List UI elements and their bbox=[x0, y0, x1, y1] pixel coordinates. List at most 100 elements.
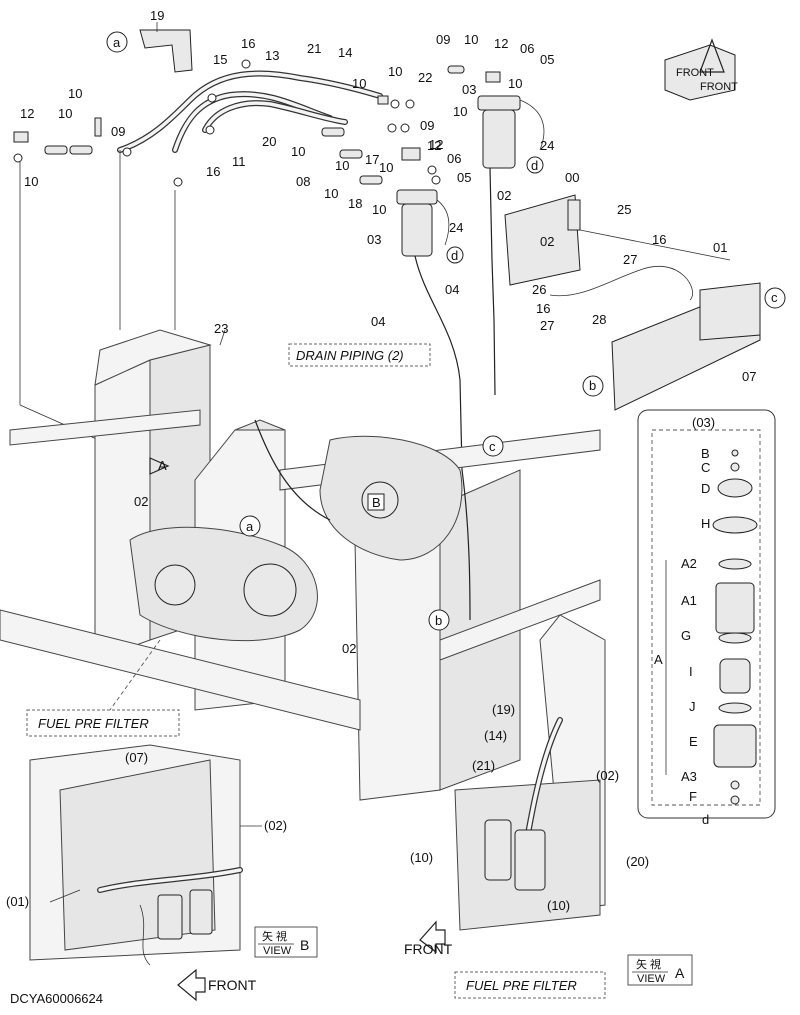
part-label: d bbox=[451, 248, 458, 263]
part-label: b bbox=[435, 613, 442, 628]
part-label: (07) bbox=[125, 750, 148, 765]
compass-front-label-2: FRONT bbox=[700, 81, 738, 93]
part-label: H bbox=[701, 516, 710, 531]
part-label: 04 bbox=[445, 282, 459, 297]
part-label: 13 bbox=[265, 48, 279, 63]
part-label: 10 bbox=[372, 202, 386, 217]
part-label: VIEW bbox=[263, 945, 292, 957]
part-label: 10 bbox=[352, 76, 366, 91]
part-label: 12 bbox=[494, 36, 508, 51]
fuel-pre-filter-callout-1 bbox=[26, 709, 180, 737]
exploded-fuel-lines: FRONT FRONT bbox=[13, 22, 761, 471]
part-label: 01 bbox=[713, 240, 727, 255]
part-label: 21 bbox=[307, 41, 321, 56]
part-label: 05 bbox=[540, 52, 554, 67]
drawing-id: DCYA60006624 bbox=[10, 991, 103, 1006]
part-label: 03 bbox=[367, 232, 381, 247]
part-label: d bbox=[702, 812, 709, 827]
detail-03-title: (03) bbox=[692, 415, 715, 430]
part-label: (10) bbox=[410, 850, 433, 865]
part-label: 02 bbox=[540, 234, 554, 249]
fuel-pre-filter-label-1: FUEL PRE FILTER bbox=[38, 716, 149, 731]
compass-front-label-1: FRONT bbox=[676, 67, 714, 79]
part-label: 10 bbox=[68, 86, 82, 101]
part-label: A1 bbox=[681, 593, 697, 608]
part-label: (10) bbox=[547, 898, 570, 913]
part-label: E bbox=[689, 734, 698, 749]
part-label: 28 bbox=[592, 312, 606, 327]
part-label: 24 bbox=[449, 220, 463, 235]
view-b-inset: (07) (02) (01) 矢 視 VIEW B FRONT bbox=[6, 744, 318, 1002]
main-frame-assembly: DRAIN PIPING (2) FUEL PRE FILTER bbox=[0, 329, 601, 801]
part-label: (14) bbox=[484, 728, 507, 743]
part-label: 16 bbox=[241, 36, 255, 51]
bracket-19 bbox=[139, 29, 193, 73]
part-label: A2 bbox=[681, 556, 697, 571]
part-label: 10 bbox=[291, 144, 305, 159]
part-label: 27 bbox=[540, 318, 554, 333]
part-label: 09 bbox=[420, 118, 434, 133]
part-label: a bbox=[246, 519, 254, 534]
top-callout-labels: 19 a 16 15 13 21 14 09 10 12 06 05 10 10… bbox=[20, 8, 786, 397]
part-label: 14 bbox=[338, 45, 352, 60]
part-label: 06 bbox=[520, 41, 534, 56]
part-label: 10 bbox=[324, 186, 338, 201]
part-label: 矢 視 bbox=[636, 957, 661, 971]
part-label: 10 bbox=[388, 64, 402, 79]
main-callout-labels: 23 A 02 a B c 02 b bbox=[134, 321, 504, 656]
part-label: (20) bbox=[626, 854, 649, 869]
part-label: 03 bbox=[462, 82, 476, 97]
part-label: c bbox=[771, 290, 778, 305]
part-label: 12 bbox=[427, 138, 441, 153]
part-label: b bbox=[589, 378, 596, 393]
part-label: 06 bbox=[447, 151, 461, 166]
part-label: 19 bbox=[150, 8, 164, 23]
part-label: 02 bbox=[497, 188, 511, 203]
part-label: 10 bbox=[508, 76, 522, 91]
part-label: 10 bbox=[464, 32, 478, 47]
part-label: 00 bbox=[565, 170, 579, 185]
part-label: C bbox=[701, 460, 710, 475]
part-label: 24 bbox=[540, 138, 554, 153]
part-label: 07 bbox=[742, 369, 756, 384]
part-label: 22 bbox=[418, 70, 432, 85]
drain-piping-label: DRAIN PIPING (2) bbox=[296, 348, 404, 363]
part-label: (01) bbox=[6, 894, 29, 909]
drain-piping-callout bbox=[288, 343, 431, 367]
part-label: 10 bbox=[379, 160, 393, 175]
part-label: A bbox=[654, 652, 663, 667]
part-label: 20 bbox=[262, 134, 276, 149]
part-label: 16 bbox=[536, 301, 550, 316]
view-a-inset: (19) (14) (21) (02) (10) (20) (10) FRONT… bbox=[404, 614, 693, 999]
part-label: 11 bbox=[232, 154, 246, 169]
part-label: 18 bbox=[348, 196, 362, 211]
part-label: 10 bbox=[453, 104, 467, 119]
part-label: 10 bbox=[58, 106, 72, 121]
part-label: G bbox=[681, 628, 691, 643]
part-label: A bbox=[158, 458, 167, 473]
part-label: 04 bbox=[371, 314, 385, 329]
part-label: 02 bbox=[342, 641, 356, 656]
part-label: 02 bbox=[134, 494, 148, 509]
front-label-1: FRONT bbox=[208, 977, 257, 993]
part-label: 09 bbox=[436, 32, 450, 47]
part-label: A3 bbox=[681, 769, 697, 784]
detail-03-frame bbox=[637, 409, 776, 819]
part-label: 25 bbox=[617, 202, 631, 217]
part-label: c bbox=[489, 439, 496, 454]
part-label: F bbox=[689, 789, 697, 804]
front-label-2: FRONT bbox=[404, 941, 453, 957]
part-label: J bbox=[689, 699, 696, 714]
part-label: 26 bbox=[532, 282, 546, 297]
part-label: 16 bbox=[206, 164, 220, 179]
part-label: 17 bbox=[365, 152, 379, 167]
part-label: VIEW bbox=[637, 973, 666, 985]
part-label: 05 bbox=[457, 170, 471, 185]
part-label: I bbox=[689, 664, 693, 679]
part-label: 09 bbox=[111, 124, 125, 139]
part-label: 10 bbox=[335, 158, 349, 173]
part-label: 10 bbox=[24, 174, 38, 189]
part-label: 矢 視 bbox=[262, 929, 287, 943]
